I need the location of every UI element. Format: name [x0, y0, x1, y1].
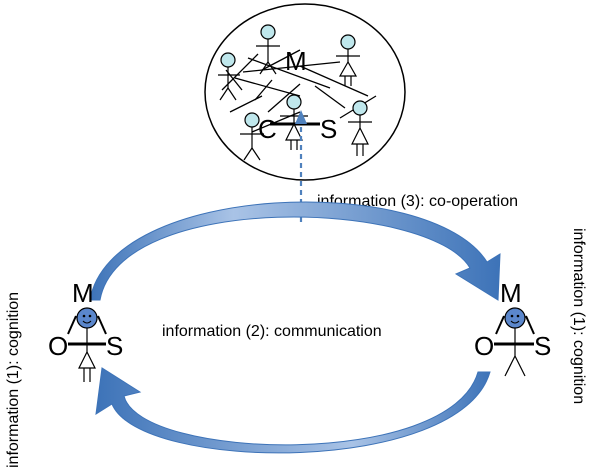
left-agent-o: O — [48, 331, 68, 361]
society-person-icon — [240, 112, 264, 161]
bottom-arc-arrow — [95, 367, 491, 454]
label-right-cognition: information (1): cognition — [570, 228, 587, 404]
society-label-s: S — [320, 114, 337, 144]
cooperation-link — [295, 110, 307, 222]
society-label-c: C — [258, 114, 277, 144]
left-agent-m: M — [72, 278, 94, 308]
label-left-cognition: information (1): cognition — [5, 292, 22, 468]
right-agent-s: S — [534, 331, 551, 361]
society-person-icon — [348, 100, 372, 156]
label-communication: information (2): communication — [162, 323, 382, 340]
society-person-icon — [218, 52, 240, 101]
right-agent-o: O — [474, 331, 494, 361]
society-person-icon — [280, 94, 308, 150]
society-label-m: M — [285, 46, 307, 76]
right-agent-m: M — [500, 278, 522, 308]
left-agent-s: S — [106, 331, 123, 361]
right-agent: M O S — [474, 278, 551, 377]
society-person-icon — [256, 24, 280, 75]
right-agent-face-icon — [504, 307, 526, 329]
left-agent: M O S — [48, 278, 123, 382]
society-group: M C S — [204, 3, 406, 181]
top-arc-arrow — [89, 201, 501, 301]
left-agent-face-icon — [76, 307, 98, 329]
society-circle — [204, 3, 406, 181]
society-person-icon — [336, 34, 360, 86]
